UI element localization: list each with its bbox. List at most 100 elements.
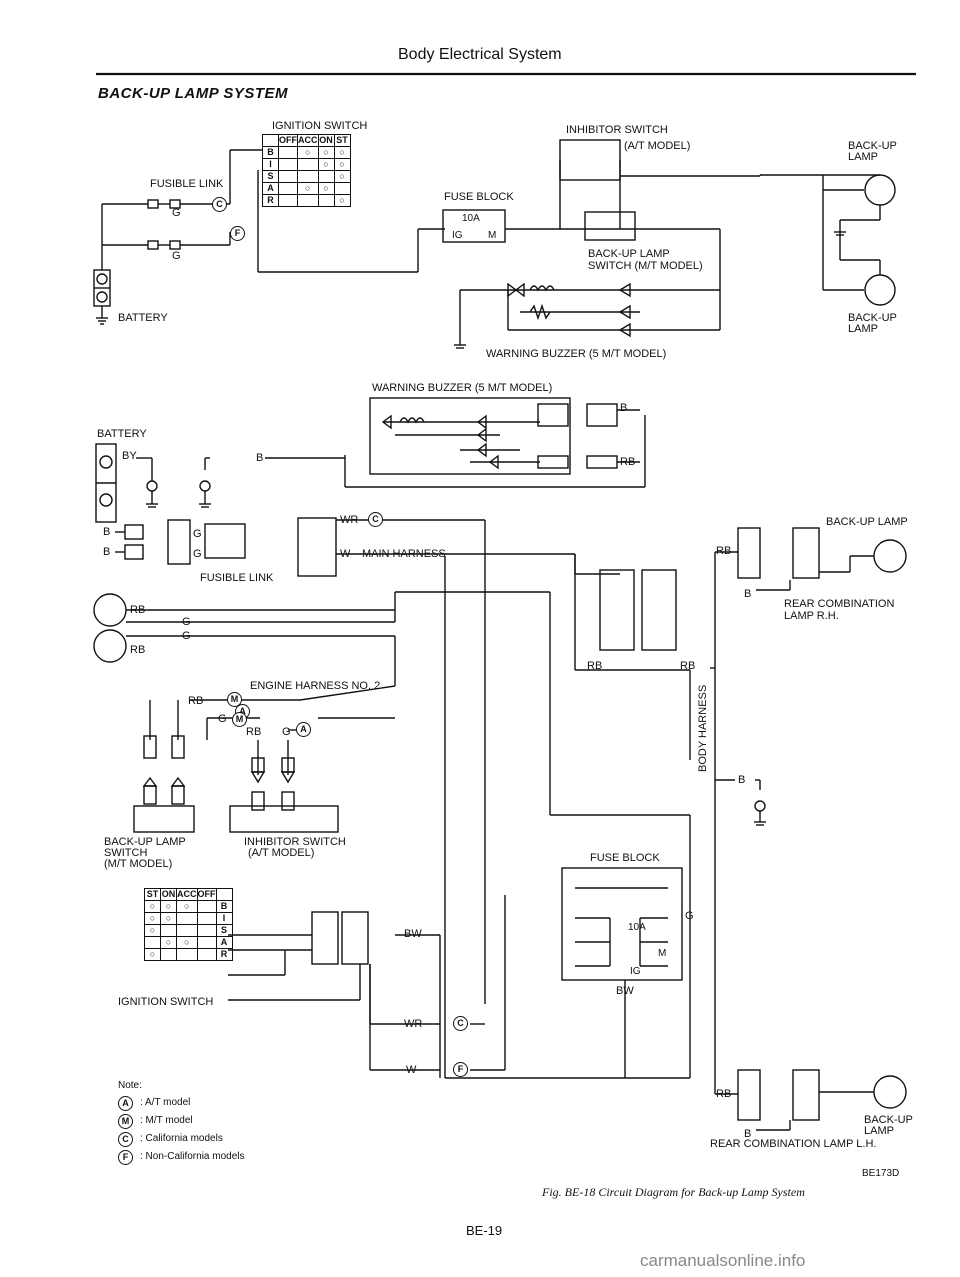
rear-rh-title: BACK-UP LAMP	[826, 516, 908, 528]
note-c-symbol: C	[212, 197, 227, 212]
wire-g-engine: G	[218, 713, 227, 725]
backup-lamp-switch-top	[584, 211, 636, 241]
wire-rb-body-1: RB	[587, 660, 603, 672]
backup-lamp-switch-label-top: BACK-UP LAMP	[588, 248, 670, 260]
figure-caption: Fig. BE-18 Circuit Diagram for Back-up L…	[542, 1185, 805, 1199]
round-connector-1	[93, 593, 127, 627]
note-m-symbol-1: M	[227, 692, 242, 707]
wire-bw-fuse: BW	[616, 985, 634, 997]
body-harness-label: BODY HARNESS	[697, 684, 709, 772]
main-harness-connector	[297, 517, 337, 577]
battery-label: BATTERY	[97, 428, 147, 440]
note-c-icon: C	[118, 1132, 133, 1147]
fuse-m: M	[658, 948, 667, 959]
note-a-icon: A	[118, 1096, 133, 1111]
wire-rb-lh: RB	[716, 1088, 732, 1100]
note-f-text: : Non-California models	[140, 1151, 245, 1162]
backup-lamp-label-top-2b: LAMP	[848, 323, 878, 335]
wire-g-inhibitor: G	[282, 726, 291, 738]
fuse-rating-top: 10A	[462, 213, 480, 224]
wire-b-1: B	[103, 526, 111, 538]
wire-bw-ign: BW	[404, 928, 422, 940]
ignition-switch-label: IGNITION SWITCH	[272, 120, 368, 132]
fuse-block-label: FUSE BLOCK	[590, 852, 660, 864]
note-m-symbol-2: M	[232, 712, 247, 727]
wire-g-fl-2: G	[193, 548, 202, 560]
wire-g-top-1: G	[172, 207, 181, 219]
backup-lamp-top-2	[864, 274, 896, 306]
note-f-symbol-ign: F	[453, 1062, 468, 1077]
section-title: BACK-UP LAMP SYSTEM	[98, 85, 289, 102]
backup-lamp-switch-connector	[133, 805, 195, 833]
backup-lamp-lh-label: BACK-UP	[864, 1114, 913, 1126]
figure-code: BE173D	[862, 1168, 900, 1179]
watermark: carmanualsonline.info	[640, 1251, 806, 1270]
wire-b-ground: B	[738, 774, 746, 786]
inhibitor-switch-top	[559, 139, 621, 181]
rear-lh-label: REAR COMBINATION LAMP L.H.	[710, 1138, 877, 1150]
warning-buzzer-label-top: WARNING BUZZER (5 M/T MODEL)	[486, 348, 667, 360]
engine-harness-label: ENGINE HARNESS NO. 2	[250, 680, 381, 692]
wire-rb-rh: RB	[716, 545, 732, 557]
rear-rh-connector	[737, 527, 761, 579]
fuse-block-label-top: FUSE BLOCK	[444, 191, 514, 203]
backup-lamp-switch-label-top-2: SWITCH (M/T MODEL)	[588, 260, 703, 272]
note-a-text: : A/T model	[140, 1097, 191, 1108]
wire-b-2: B	[103, 546, 111, 558]
ignition-connector-a	[311, 911, 339, 965]
inhibitor-switch-connector	[229, 805, 339, 833]
backup-lamp-lh-label-2: LAMP	[864, 1125, 894, 1137]
inhibitor-switch-label-top: INHIBITOR SWITCH	[566, 124, 668, 136]
rear-rh-lamp	[873, 539, 907, 573]
round-connector-2	[93, 629, 127, 663]
fuse-ig: IG	[630, 966, 641, 977]
backup-lamp-label-top-2: BACK-UP	[848, 312, 897, 324]
warning-buzzer-label: WARNING BUZZER (5 M/T MODEL)	[372, 382, 553, 394]
backup-lamp-switch-label: BACK-UP LAMP	[104, 836, 186, 848]
note-c-text: : California models	[140, 1133, 223, 1144]
ignition-connector-b	[341, 911, 369, 965]
wire-rb-engine: RB	[188, 695, 204, 707]
note-m-text: : M/T model	[140, 1115, 193, 1126]
wire-by: BY	[122, 450, 137, 462]
header-title: Body Electrical System	[398, 46, 562, 63]
fusible-link-label-top: FUSIBLE LINK	[150, 178, 224, 190]
wire-g-fl-1: G	[193, 528, 202, 540]
warning-buzzer-box	[369, 397, 571, 475]
wire-w-main: W	[340, 548, 351, 560]
rear-rh-label-2: LAMP R.H.	[784, 610, 839, 622]
inhibitor-at-model-top: (A/T MODEL)	[624, 140, 691, 152]
fuse-block-top	[442, 209, 506, 243]
rear-lh-lamp	[873, 1075, 907, 1109]
battery-label-top: BATTERY	[118, 312, 168, 324]
wire-rb-inhibitor: RB	[246, 726, 262, 738]
wire-rb-round-1: RB	[130, 604, 146, 616]
wire-wr-main: WR	[340, 514, 359, 526]
inhibitor-switch-at: (A/T MODEL)	[248, 847, 315, 859]
backup-lamp-switch-mt: (M/T MODEL)	[104, 858, 173, 870]
wire-wr-ign: WR	[404, 1018, 423, 1030]
note-c-symbol-ign: C	[453, 1016, 468, 1031]
wire-g-round-2: G	[182, 630, 191, 642]
wire-b-lh: B	[744, 1128, 752, 1140]
wire-g-top-2: G	[172, 250, 181, 262]
backup-lamp-label-top-1b: LAMP	[848, 151, 878, 163]
ignition-switch-lower-label: IGNITION SWITCH	[118, 996, 214, 1008]
wire-rb-body-2: RB	[680, 660, 696, 672]
rear-rh-lamp-socket	[792, 527, 820, 579]
wire-b-buzzer: B	[620, 402, 628, 414]
note-a-symbol-2: A	[296, 722, 311, 737]
notes-title: Note:	[118, 1080, 142, 1091]
fuse-ig-top: IG	[452, 230, 463, 241]
wire-b-battery: B	[256, 452, 264, 464]
backup-lamp-top-1	[864, 174, 896, 206]
fusible-link-label: FUSIBLE LINK	[200, 572, 274, 584]
page-number: BE-19	[466, 1223, 503, 1238]
fuse-m-top: M	[488, 230, 497, 241]
wire-rb-buzzer: RB	[620, 456, 636, 468]
body-connector-1	[599, 569, 635, 651]
